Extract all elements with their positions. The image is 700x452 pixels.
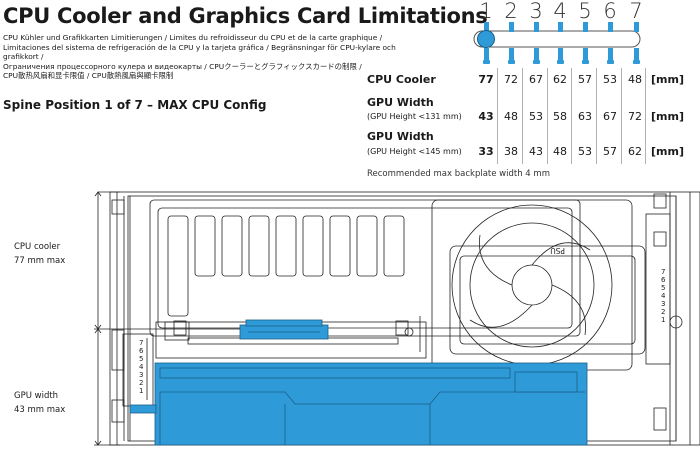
right-spine-scale-digit: 2: [661, 308, 665, 316]
position-4[interactable]: 4: [553, 0, 567, 23]
right-spine-scale-digit: 5: [661, 284, 665, 292]
cpu-cooler-shape: [239, 319, 329, 340]
left-spine-scale-digit: 2: [139, 379, 143, 387]
table-cell: 57: [578, 73, 592, 86]
table-cell: 72: [628, 110, 642, 123]
gpu-width-dimension-label: GPU width 43 mm max: [14, 391, 66, 415]
position-7[interactable]: 7: [629, 0, 643, 23]
cpu-cooler-dimension-label: CPU cooler 77 mm max: [14, 242, 66, 266]
table-cell: 33: [478, 145, 494, 158]
multilingual-subtitle: CPU Kühler und Grafikkarten Limitierunge…: [3, 33, 396, 81]
table-cell: 57: [603, 145, 617, 158]
position-5[interactable]: 5: [578, 0, 592, 23]
table-cell: 48: [628, 73, 642, 86]
backplate-note: Recommended max backplate width 4 mm: [367, 169, 550, 179]
table-cell: 77: [478, 73, 494, 86]
table-cell: 62: [628, 145, 642, 158]
left-spine-scale-digit: 5: [139, 355, 143, 363]
unit-label: [mm]: [651, 145, 684, 158]
left-spine-scale-digit: 3: [139, 371, 143, 379]
table-cell: 38: [504, 145, 518, 158]
table-cell: 48: [553, 145, 567, 158]
table-cell: 53: [529, 110, 543, 123]
left-spine-scale-digit: 6: [139, 347, 144, 355]
table-cell: 62: [553, 73, 567, 86]
position-6[interactable]: 6: [603, 0, 617, 23]
row-gpu-height-sublabel: (GPU Height <145 mm): [367, 147, 462, 156]
right-spine-scale-digit: 6: [661, 276, 666, 284]
psu-label: PSU: [550, 246, 565, 255]
position-3[interactable]: 3: [529, 0, 543, 23]
table-cell: 72: [504, 73, 518, 86]
left-spine-scale-digit: 7: [139, 339, 143, 347]
table-cell: 53: [578, 145, 592, 158]
right-spine-scale-digit: 1: [661, 316, 665, 324]
table-cell: 58: [553, 110, 567, 123]
position-2[interactable]: 2: [504, 0, 518, 23]
table-cell: 67: [603, 110, 617, 123]
table-cell: 43: [529, 145, 543, 158]
row-cpu-cooler-label: CPU Cooler: [367, 73, 436, 86]
spine-position-label: Spine Position 1 of 7 – MAX CPU Config: [3, 98, 267, 112]
unit-label: [mm]: [651, 73, 684, 86]
row-gpu-width-label: GPU Width: [367, 96, 434, 109]
right-spine-scale-digit: 3: [661, 300, 665, 308]
left-spine-scale-digit: 1: [139, 387, 143, 395]
unit-label: [mm]: [651, 110, 684, 123]
row-gpu-width-label: GPU Width: [367, 130, 434, 143]
right-spine-scale-digit: 7: [661, 268, 665, 276]
selected-position-knob: [477, 30, 495, 48]
left-spine-scale-digit: 4: [139, 363, 144, 371]
table-cell: 67: [529, 73, 543, 86]
table-cell: 63: [578, 110, 592, 123]
right-spine-scale-digit: 4: [661, 292, 666, 300]
table-cell: 43: [478, 110, 494, 123]
table-cell: 53: [603, 73, 617, 86]
gpu-card-shape: [129, 362, 588, 446]
row-gpu-height-sublabel: (GPU Height <131 mm): [367, 112, 462, 121]
table-cell: 48: [504, 110, 518, 123]
position-1[interactable]: 1: [479, 0, 493, 23]
page-title: CPU Cooler and Graphics Card Limitations: [3, 4, 488, 28]
